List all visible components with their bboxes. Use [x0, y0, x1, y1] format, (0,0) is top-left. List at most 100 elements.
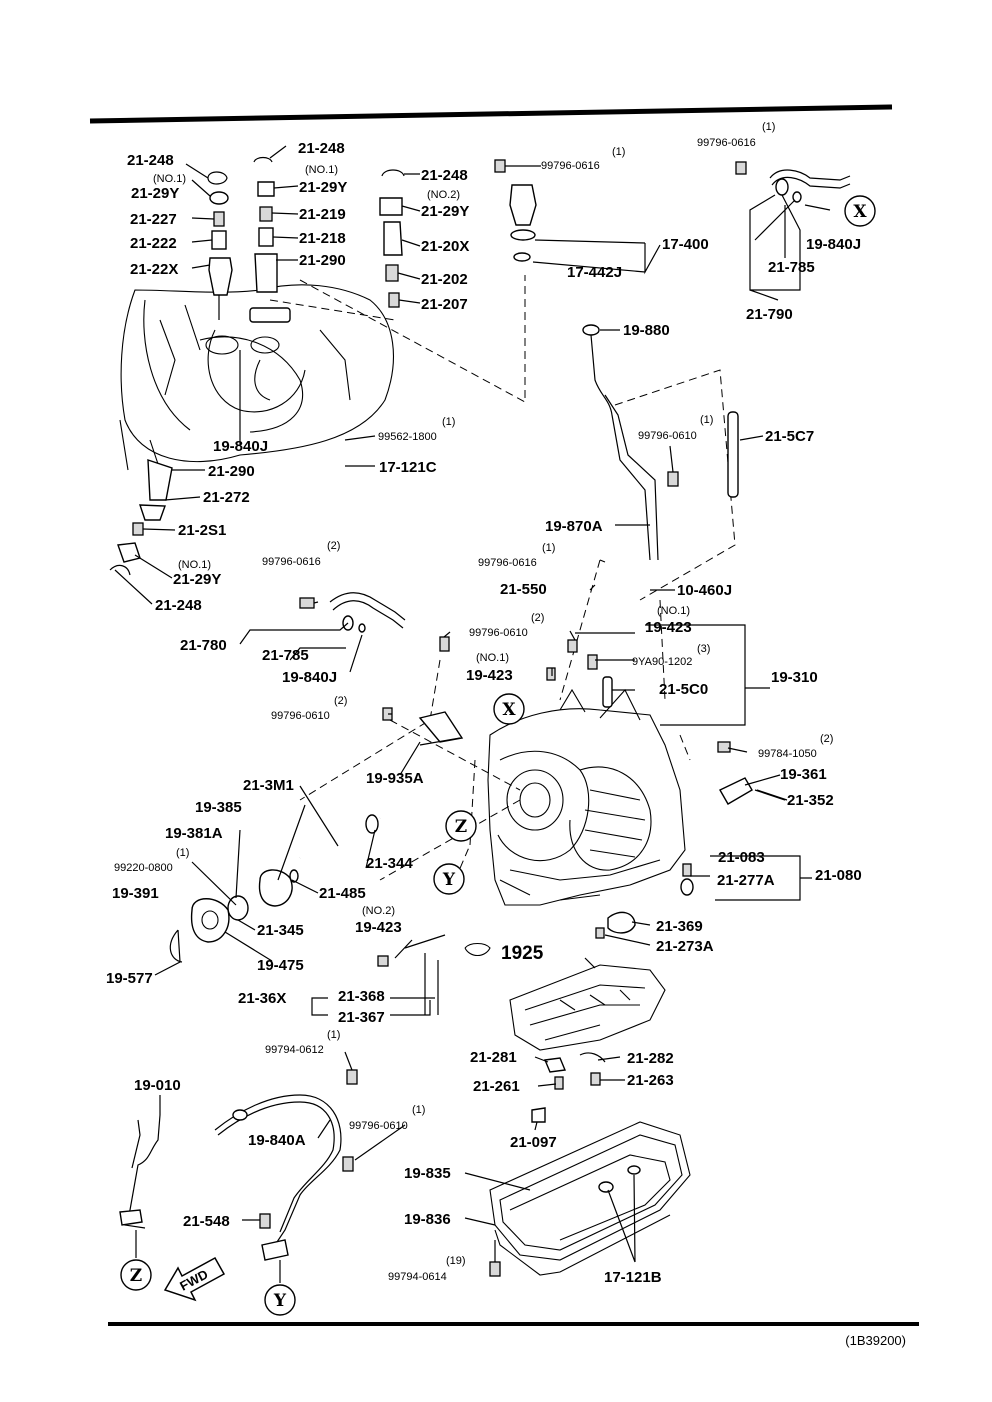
label-21-344: 21-344: [366, 855, 413, 872]
pipe-assembly-left: [299, 592, 406, 633]
label-qty: (1): [612, 146, 625, 158]
label-qty: (1): [442, 416, 455, 428]
label-21-548: 21-548: [183, 1213, 230, 1230]
label-qty: (1): [327, 1029, 340, 1041]
label-21-202: 21-202: [421, 271, 468, 288]
label-21-785: 21-785: [262, 647, 309, 664]
label-21-222: 21-222: [130, 235, 177, 252]
label-21-29y: 21-29Y: [131, 185, 179, 202]
label-19-475: 19-475: [257, 957, 304, 974]
label-19-310: 19-310: [771, 669, 818, 686]
label-21-080: 21-080: [815, 867, 862, 884]
svg-text:X: X: [502, 700, 516, 720]
label-19-870a: 19-870A: [545, 518, 603, 535]
label-21-097: 21-097: [510, 1134, 557, 1151]
label-no1: (NO.1): [153, 173, 186, 185]
svg-text:Z: Z: [455, 817, 467, 837]
label-19-935a: 19-935A: [366, 770, 424, 787]
label-99220-0800: 99220-0800: [114, 862, 173, 874]
svg-text:Y: Y: [273, 1291, 287, 1311]
label-qty: (2): [334, 695, 347, 707]
dipstick-tube: [582, 324, 739, 561]
label-no2: (NO.2): [362, 905, 395, 917]
label-21-083: 21-083: [718, 849, 765, 866]
label-19-840j: 19-840J: [806, 236, 861, 253]
label-19-840j: 19-840J: [282, 669, 337, 686]
label-no1: (NO.1): [657, 605, 690, 617]
label-99796-0610: 99796-0610: [469, 627, 528, 639]
label-qty: (1): [176, 847, 189, 859]
label-21-29y: 21-29Y: [299, 179, 347, 196]
label-21-790: 21-790: [746, 306, 793, 323]
marker-x-top: X: [844, 195, 876, 227]
pipe-assembly-top-right: [735, 161, 851, 291]
label-21-369: 21-369: [656, 918, 703, 935]
label-99794-0612: 99794-0612: [265, 1044, 324, 1056]
label-19-840a: 19-840A: [248, 1132, 306, 1149]
label-21-367: 21-367: [338, 1009, 385, 1026]
label-21-5c0: 21-5C0: [659, 681, 708, 698]
label-99796-0616: 99796-0616: [262, 556, 321, 568]
label-99796-0616: 99796-0616: [697, 137, 756, 149]
diagram-reference-caption: (1B39200): [845, 1333, 906, 1348]
label-21-29y: 21-29Y: [421, 203, 469, 220]
label-21-272: 21-272: [203, 489, 250, 506]
label-19-840j: 19-840J: [213, 438, 268, 455]
label-1925: 1925: [501, 943, 544, 964]
svg-text:Y: Y: [442, 870, 456, 890]
label-no1: (NO.1): [178, 559, 211, 571]
label-99796-0616: 99796-0616: [541, 160, 600, 172]
label-9ya90-1202: 9YA90-1202: [632, 656, 692, 668]
label-19-423: 19-423: [645, 619, 692, 636]
parts-stack-right: [379, 169, 405, 308]
label-19-423: 19-423: [466, 667, 513, 684]
label-19-361: 19-361: [780, 766, 827, 783]
left-lower-parts: [109, 459, 173, 576]
svg-text:X: X: [853, 202, 867, 222]
marker-y-body: Y: [433, 863, 465, 895]
label-19-880: 19-880: [623, 322, 670, 339]
label-10-460j: 10-460J: [677, 582, 732, 599]
label-21-345: 21-345: [257, 922, 304, 939]
label-no1: (NO.1): [476, 652, 509, 664]
label-99796-0610: 99796-0610: [349, 1120, 408, 1132]
parts-stack-middle: [253, 156, 278, 293]
label-17-400: 17-400: [662, 236, 709, 253]
solenoid-valve: [494, 159, 661, 275]
label-19-423: 19-423: [355, 919, 402, 936]
label-21-550: 21-550: [500, 581, 547, 598]
label-qty: (19): [446, 1255, 466, 1267]
svg-text:Z: Z: [130, 1266, 142, 1286]
label-21-218: 21-218: [299, 230, 346, 247]
body-small-parts: [382, 636, 786, 939]
transaxle-main-body: [487, 688, 686, 906]
label-19-010: 19-010: [134, 1077, 181, 1094]
label-17-121c: 17-121C: [379, 459, 437, 476]
frame-rules: [89, 104, 919, 1326]
fwd-arrow-icon: FWD: [163, 1256, 226, 1302]
label-21-227: 21-227: [130, 211, 177, 228]
label-qty: (1): [412, 1104, 425, 1116]
marker-x-body: X: [493, 693, 525, 725]
label-no2: (NO.2): [427, 189, 460, 201]
shaft-and-gear-parts: [169, 814, 381, 963]
label-99796-0616: 99796-0616: [478, 557, 537, 569]
label-qty: (3): [697, 643, 710, 655]
valve-body: [464, 942, 666, 1051]
label-19-836: 19-836: [404, 1211, 451, 1228]
label-qty: (2): [820, 733, 833, 745]
label-21-3m1: 21-3M1: [243, 777, 294, 794]
harness-and-cable: [119, 1069, 358, 1261]
label-21-290: 21-290: [299, 252, 346, 269]
marker-z-body: Z: [445, 810, 477, 842]
label-21-22x: 21-22X: [130, 261, 178, 278]
label-21-248: 21-248: [127, 152, 174, 169]
label-21-273a: 21-273A: [656, 938, 714, 955]
label-19-391: 19-391: [112, 885, 159, 902]
shift-rod: [377, 934, 446, 1015]
label-qty: (2): [531, 612, 544, 624]
label-21-2s1: 21-2S1: [178, 522, 226, 539]
label-99562-1800: 99562-1800: [378, 431, 437, 443]
label-21-29y: 21-29Y: [173, 571, 221, 588]
